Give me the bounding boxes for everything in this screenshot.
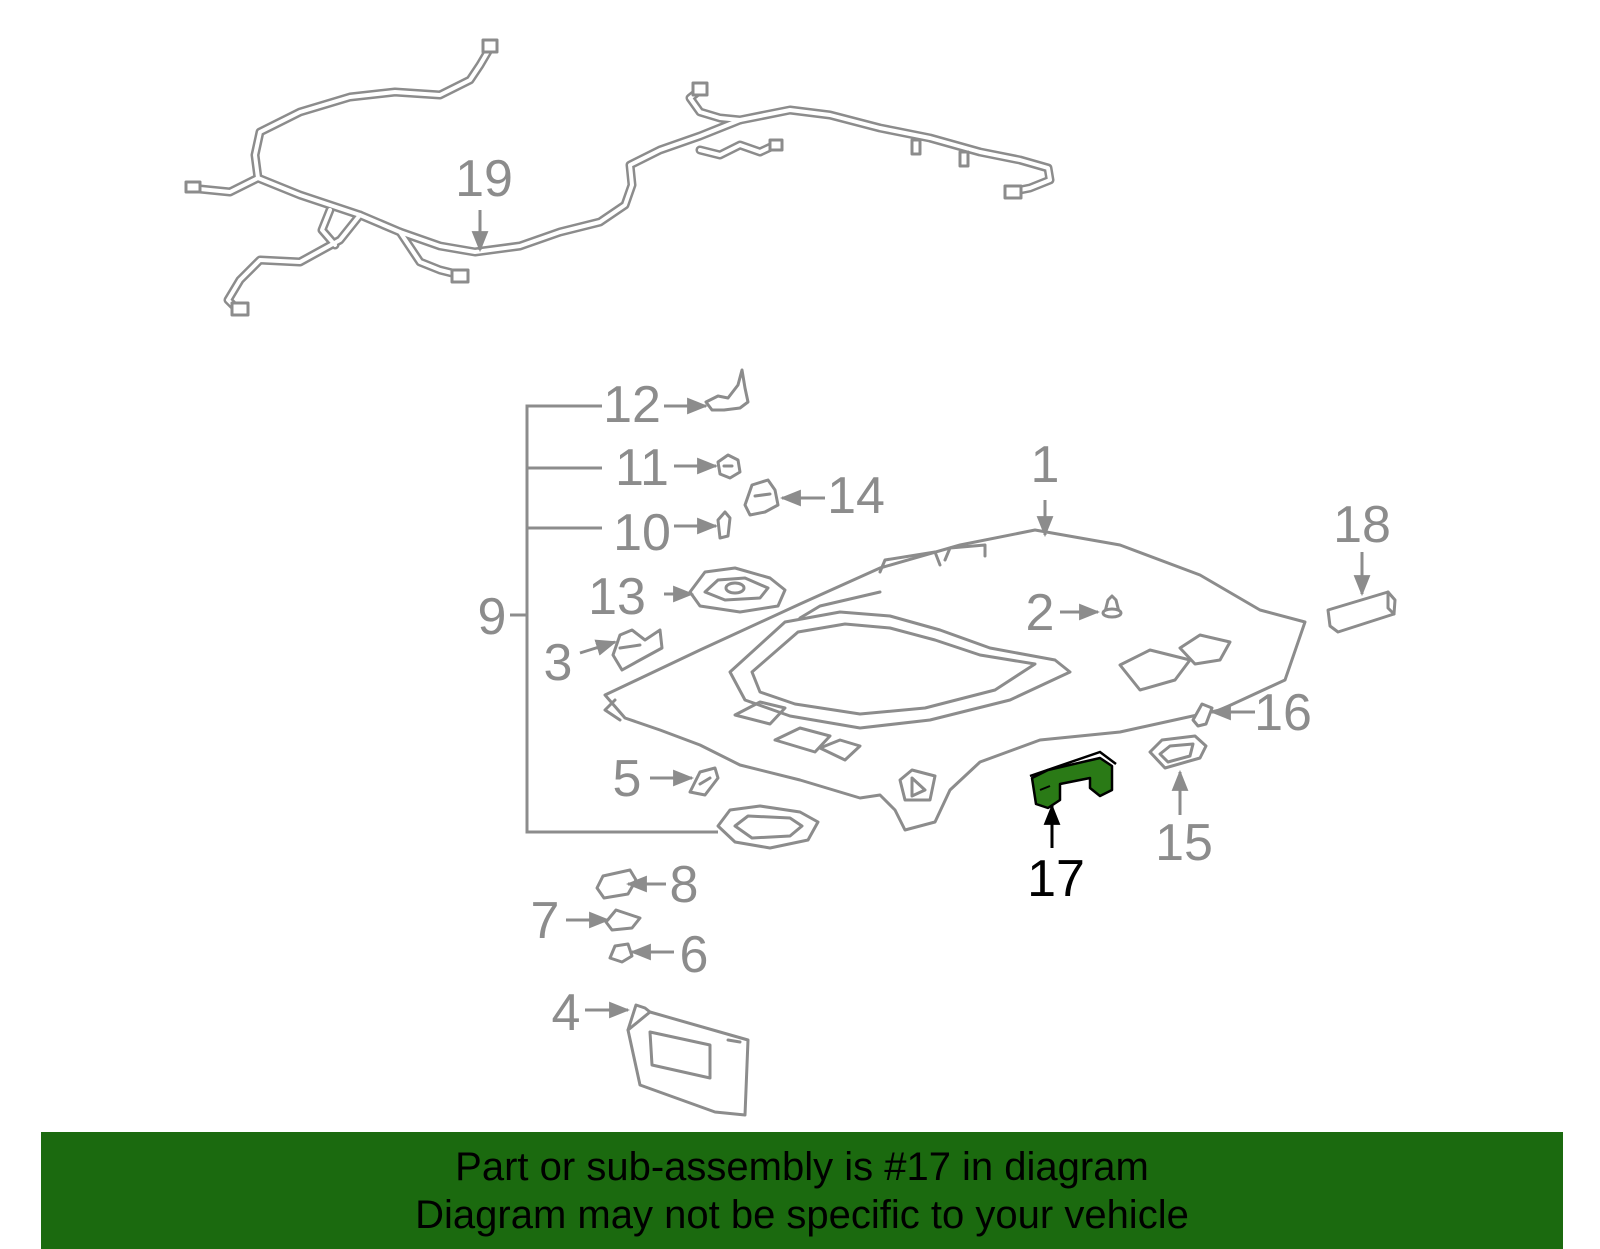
console-13[interactable] [688,566,787,614]
callout-12: 12 [603,376,661,434]
callout-7: 7 [531,892,560,950]
trim-18[interactable] [1326,590,1397,634]
clip-5[interactable] [688,766,720,797]
callout-2: 2 [1026,584,1055,642]
callout-13: 13 [588,568,646,626]
callout-15: 15 [1155,814,1213,872]
lamp-15[interactable] [1148,734,1208,770]
banner-line-2: Diagram may not be specific to your vehi… [415,1192,1189,1237]
callout-4: 4 [552,984,581,1042]
clip-7[interactable] [604,908,642,932]
callout-3: 3 [544,634,573,692]
grab-handle-17[interactable] [1029,750,1117,810]
callout-19: 19 [455,150,513,208]
leader-3 [579,639,618,656]
clip-16[interactable] [1191,702,1214,728]
sun-visor-4[interactable] [626,1003,750,1117]
callout-11: 11 [615,439,669,497]
callout-9: 9 [478,588,507,646]
info-banner: Part or sub-assembly is #17 in diagram D… [41,1132,1563,1249]
callout-16: 16 [1254,684,1312,742]
clip-12[interactable] [704,368,750,412]
callout-6: 6 [680,926,709,984]
clip-10[interactable] [716,510,732,540]
callout-18: 18 [1333,496,1391,554]
clip-2[interactable] [1101,594,1123,619]
callout-1: 1 [1031,436,1060,494]
callout-14: 14 [827,467,885,525]
callout-8: 8 [670,856,699,914]
callout-10: 10 [613,504,671,562]
wiring-harness-19[interactable] [184,38,1055,317]
dome-lamp[interactable] [716,804,820,850]
bracket-9 [525,404,718,834]
bracket-14[interactable] [743,478,780,517]
callout-5: 5 [613,750,642,808]
clip-11[interactable] [716,453,742,480]
callout-17: 17 [1027,850,1085,908]
headliner-1[interactable] [603,528,1307,832]
banner-line-1: Part or sub-assembly is #17 in diagram [455,1144,1149,1189]
clip-6[interactable] [608,942,634,964]
hook-3[interactable] [611,628,664,672]
